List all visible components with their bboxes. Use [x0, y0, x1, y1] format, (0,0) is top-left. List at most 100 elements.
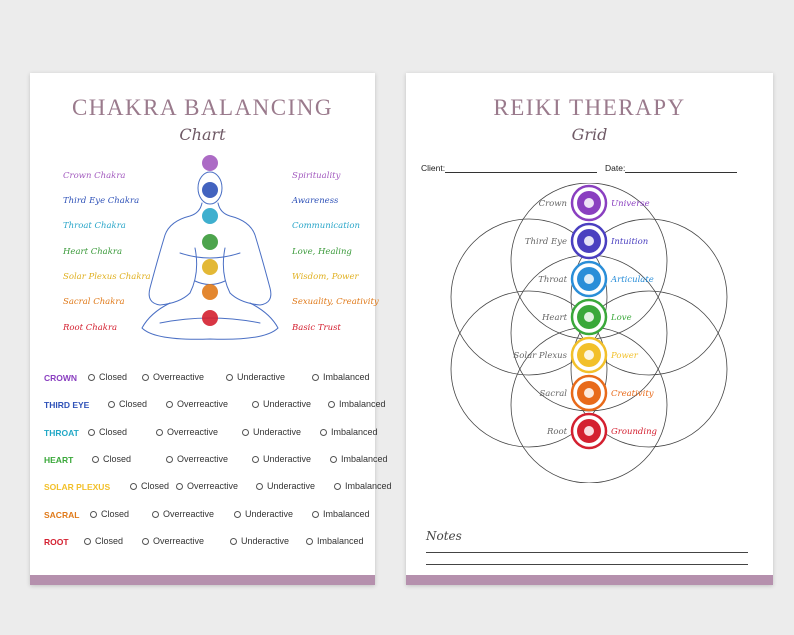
- radio-circle-icon[interactable]: [88, 428, 95, 436]
- checklist-option[interactable]: Imbalanced: [334, 481, 392, 491]
- page-footer-band: [406, 575, 773, 585]
- grid-right-label: Power: [610, 351, 639, 361]
- radio-circle-icon[interactable]: [252, 400, 259, 408]
- option-label: Closed: [99, 372, 128, 382]
- radio-circle-icon[interactable]: [142, 537, 149, 545]
- checklist-option[interactable]: Closed: [90, 509, 129, 519]
- page-footer-band: [30, 575, 375, 585]
- radio-circle-icon[interactable]: [84, 537, 91, 545]
- checklist-option[interactable]: Closed: [92, 454, 131, 464]
- chakra-name-label: Solar Plexus Chakra: [63, 272, 151, 282]
- radio-circle-icon[interactable]: [320, 428, 327, 436]
- checklist-option[interactable]: Underactive: [230, 536, 289, 546]
- radio-circle-icon[interactable]: [230, 537, 237, 545]
- radio-circle-icon[interactable]: [330, 455, 337, 463]
- checklist-option[interactable]: Underactive: [252, 454, 311, 464]
- checklist-option[interactable]: Underactive: [252, 399, 311, 409]
- option-label: Closed: [101, 509, 130, 519]
- grid-left-label: Sacral: [539, 389, 567, 399]
- radio-circle-icon[interactable]: [166, 400, 173, 408]
- checklist-row-label: SACRAL: [44, 510, 80, 520]
- radio-circle-icon[interactable]: [252, 455, 259, 463]
- radio-circle-icon[interactable]: [242, 428, 249, 436]
- notes-line[interactable]: [426, 552, 748, 553]
- checklist-option[interactable]: Imbalanced: [328, 399, 386, 409]
- checklist-option[interactable]: Underactive: [256, 481, 315, 491]
- radio-circle-icon[interactable]: [92, 455, 99, 463]
- checklist-option[interactable]: Closed: [84, 536, 123, 546]
- checklist-option[interactable]: Imbalanced: [312, 509, 370, 519]
- grid-left-label: Throat: [538, 275, 567, 285]
- checklist-option[interactable]: Overreactive: [166, 399, 228, 409]
- radio-circle-icon[interactable]: [130, 482, 137, 490]
- option-label: Underactive: [263, 454, 312, 464]
- checklist-option[interactable]: Overreactive: [176, 481, 238, 491]
- radio-circle-icon[interactable]: [176, 482, 183, 490]
- client-field[interactable]: Client:: [421, 163, 598, 173]
- checklist-option[interactable]: Closed: [108, 399, 147, 409]
- checklist-option[interactable]: Imbalanced: [312, 372, 370, 382]
- grid-left-label: Crown: [539, 199, 567, 209]
- checklist-option[interactable]: Closed: [88, 427, 127, 437]
- radio-circle-icon[interactable]: [328, 400, 335, 408]
- option-label: Closed: [119, 399, 148, 409]
- radio-circle-icon[interactable]: [312, 373, 319, 381]
- option-label: Overreactive: [177, 399, 229, 409]
- option-label: Overreactive: [163, 509, 215, 519]
- checklist-option[interactable]: Overreactive: [152, 509, 214, 519]
- option-label: Closed: [103, 454, 132, 464]
- chakra-meaning-label: Awareness: [292, 196, 339, 206]
- notes-line[interactable]: [426, 564, 748, 565]
- radio-circle-icon[interactable]: [108, 400, 115, 408]
- chakra-name-label: Throat Chakra: [63, 221, 126, 231]
- checklist-row-label: SOLAR PLEXUS: [44, 482, 111, 492]
- chakra-symbol-center: [584, 274, 594, 284]
- checklist-option[interactable]: Underactive: [226, 372, 285, 382]
- checklist-row-label: HEART: [44, 455, 74, 465]
- chakra-symbol-center: [584, 350, 594, 360]
- checklist-option[interactable]: Imbalanced: [306, 536, 364, 546]
- checklist-option[interactable]: Underactive: [234, 509, 293, 519]
- option-label: Imbalanced: [331, 427, 378, 437]
- radio-circle-icon[interactable]: [306, 537, 313, 545]
- chakra-orb: [202, 234, 218, 250]
- radio-circle-icon[interactable]: [166, 455, 173, 463]
- option-label: Closed: [95, 536, 124, 546]
- option-label: Imbalanced: [323, 509, 370, 519]
- checklist-option[interactable]: Closed: [88, 372, 127, 382]
- chakra-symbol-center: [584, 388, 594, 398]
- checklist-row-label: ROOT: [44, 537, 69, 547]
- date-field[interactable]: Date:: [605, 163, 738, 173]
- checklist-row-label: THROAT: [44, 428, 79, 438]
- checklist-option[interactable]: Overreactive: [142, 536, 204, 546]
- grid-circle: [570, 218, 728, 376]
- radio-circle-icon[interactable]: [226, 373, 233, 381]
- radio-circle-icon[interactable]: [234, 510, 241, 518]
- checklist-option[interactable]: Closed: [130, 481, 169, 491]
- chakra-symbol-center: [584, 312, 594, 322]
- checklist-option[interactable]: Overreactive: [156, 427, 218, 437]
- checklist-option[interactable]: Imbalanced: [330, 454, 388, 464]
- radio-circle-icon[interactable]: [142, 373, 149, 381]
- radio-circle-icon[interactable]: [156, 428, 163, 436]
- chakra-orb: [202, 259, 218, 275]
- checklist-option[interactable]: Underactive: [242, 427, 301, 437]
- radio-circle-icon[interactable]: [90, 510, 97, 518]
- checklist-option[interactable]: Overreactive: [166, 454, 228, 464]
- radio-circle-icon[interactable]: [334, 482, 341, 490]
- checklist-option[interactable]: Imbalanced: [320, 427, 378, 437]
- grid-left-label: Third Eye: [525, 237, 567, 247]
- checklist-option[interactable]: Overreactive: [142, 372, 204, 382]
- page-title: REIKI THERAPY: [493, 95, 686, 120]
- radio-circle-icon[interactable]: [88, 373, 95, 381]
- option-label: Overreactive: [167, 427, 219, 437]
- radio-circle-icon[interactable]: [312, 510, 319, 518]
- radio-circle-icon[interactable]: [256, 482, 263, 490]
- option-label: Imbalanced: [341, 454, 388, 464]
- chakra-orb: [202, 208, 218, 224]
- client-label: Client:: [421, 163, 446, 173]
- radio-circle-icon[interactable]: [152, 510, 159, 518]
